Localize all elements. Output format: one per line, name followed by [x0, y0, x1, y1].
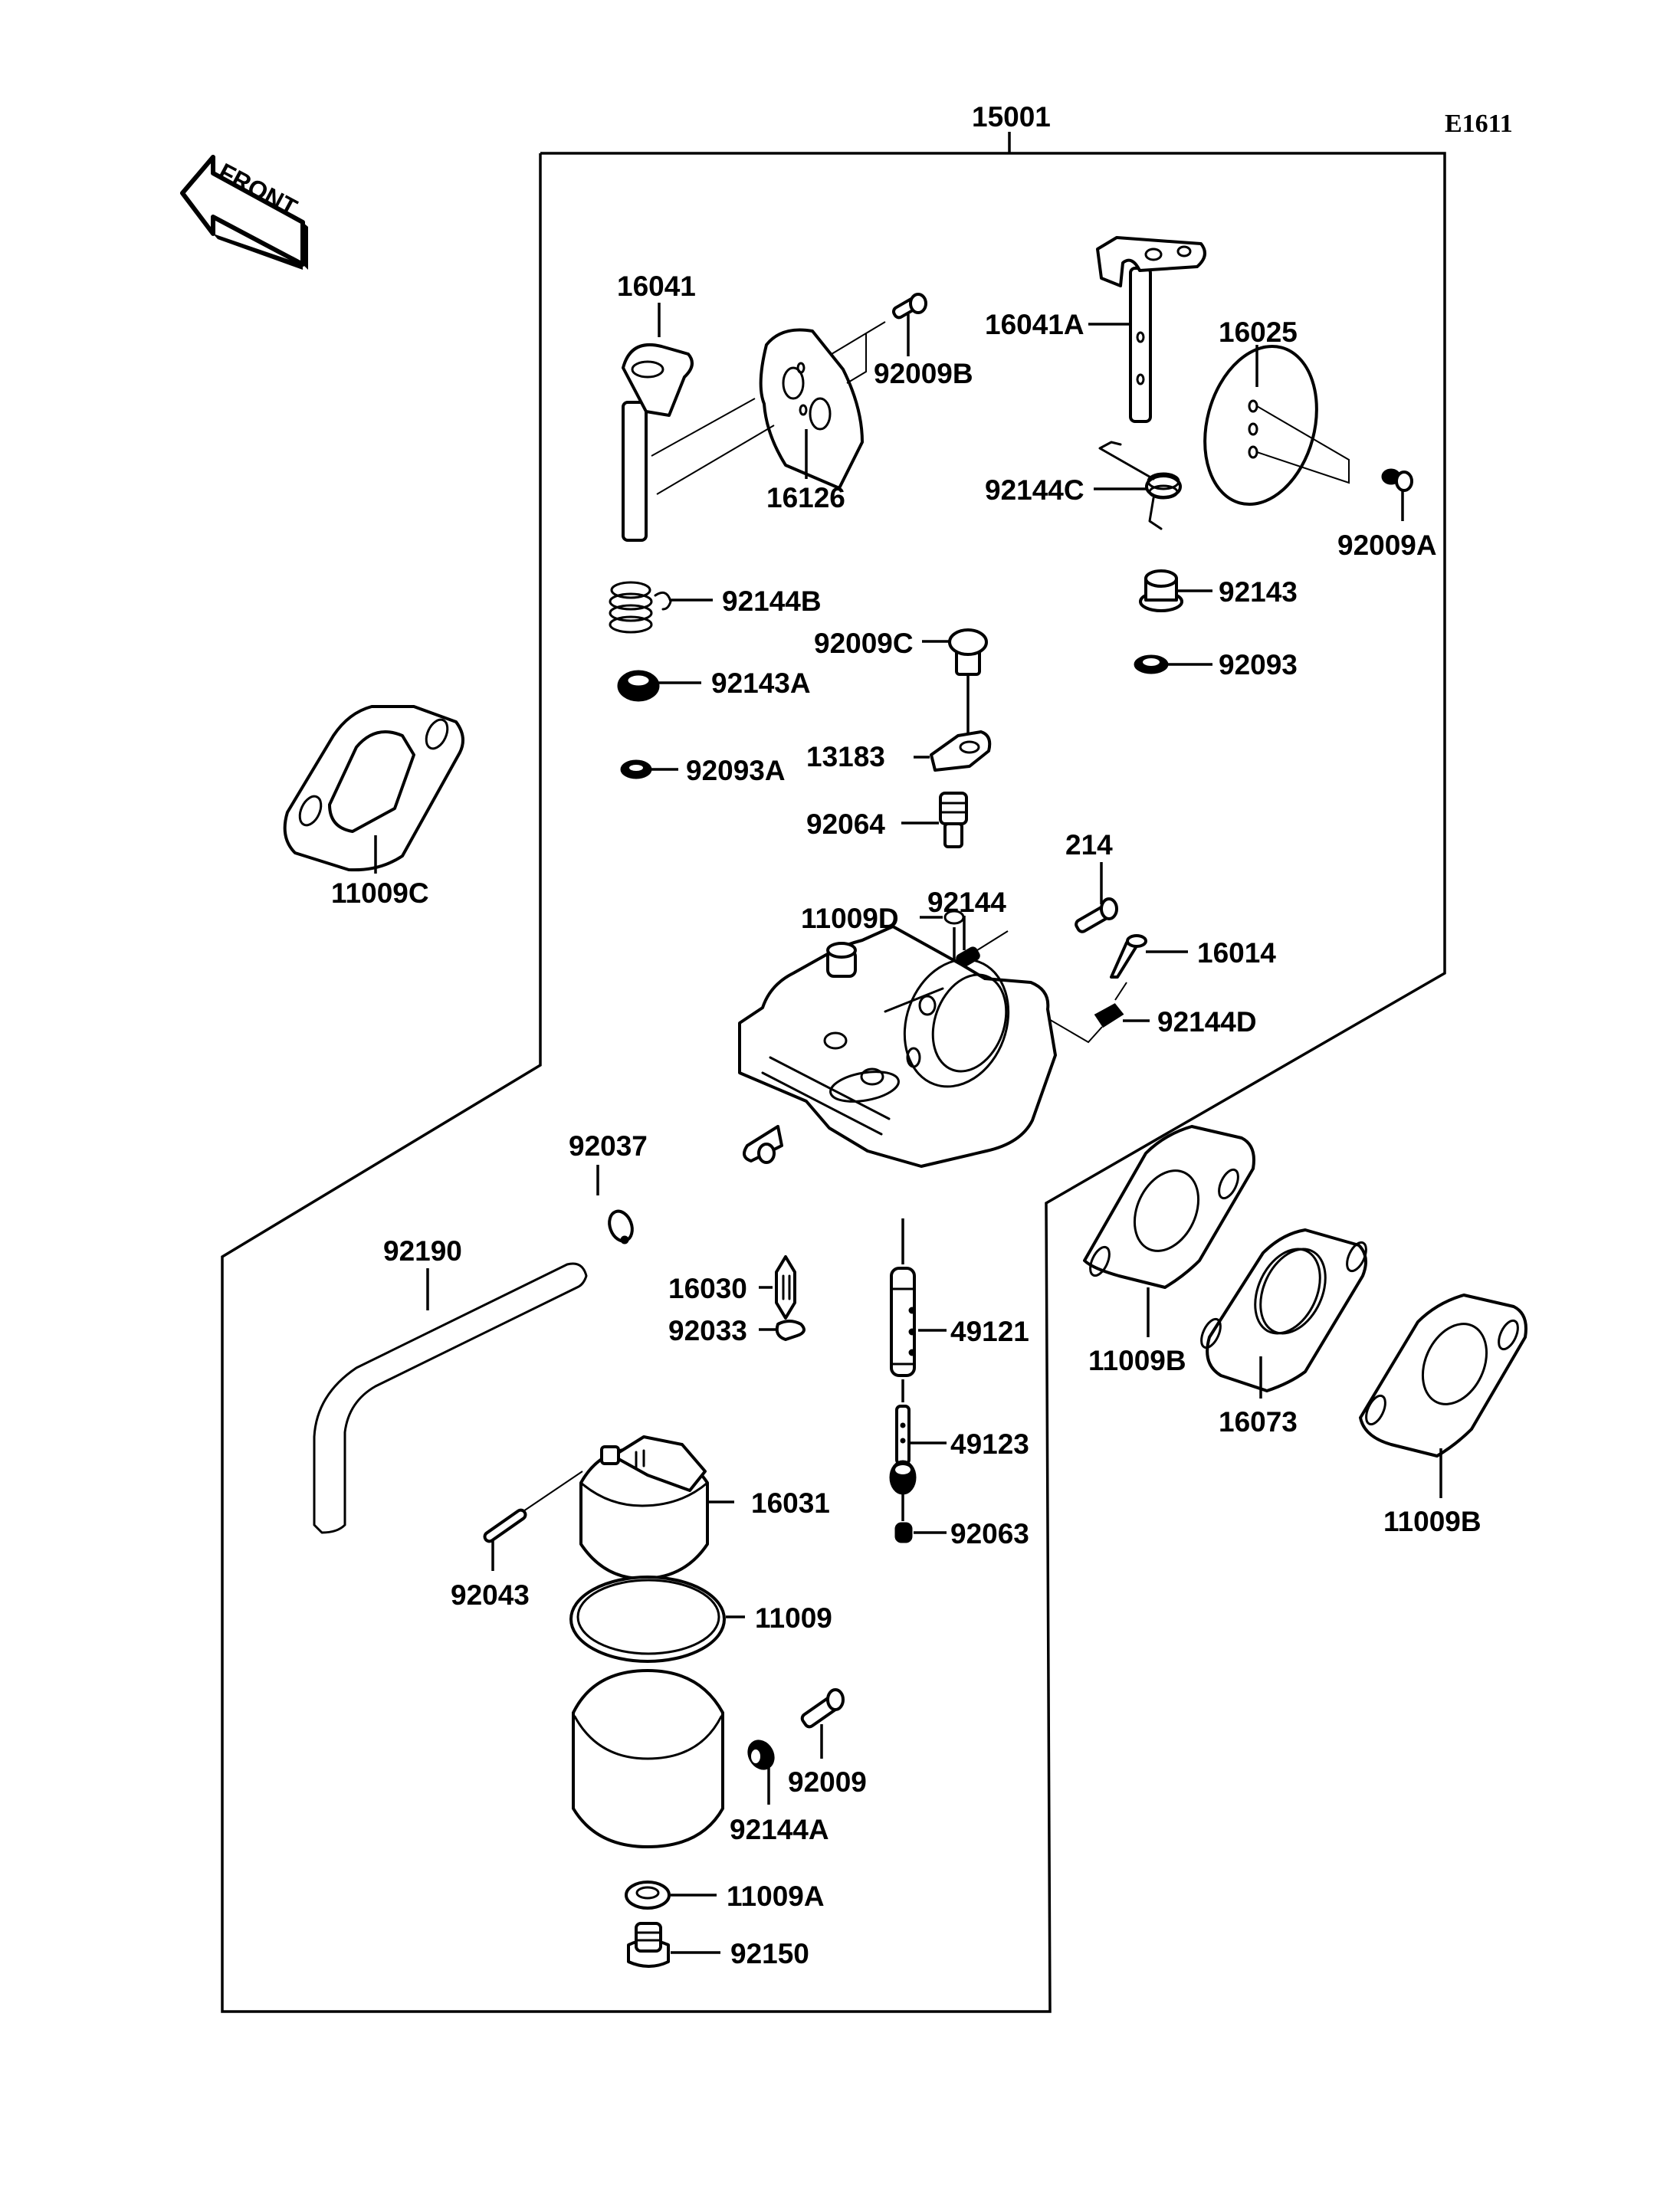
part-92144A-spring	[747, 1740, 775, 1770]
part-92144C-spring	[1098, 441, 1182, 530]
part-16025-throttle-plate	[1203, 344, 1318, 507]
part-16126-choke-plate	[759, 328, 864, 490]
part-label-16014: 16014	[1197, 937, 1276, 969]
part-label-92143A: 92143A	[711, 667, 811, 699]
part-92033-clip	[775, 1320, 806, 1341]
figure-code: E1611	[1445, 110, 1513, 138]
part-label-16031: 16031	[751, 1487, 830, 1519]
part-92190-tube	[313, 1262, 588, 1534]
part-label-92064: 92064	[806, 808, 885, 840]
part-label-92144: 92144	[927, 887, 1006, 918]
part-label-11009D: 11009D	[801, 903, 899, 934]
part-92150-drain-bolt	[627, 1922, 670, 1968]
part-label-16041A: 16041A	[985, 309, 1084, 340]
part-label-16030: 16030	[668, 1273, 747, 1304]
part-16030-float-valve	[775, 1255, 796, 1320]
part-label-16025: 16025	[1219, 316, 1298, 348]
part-label-92063: 92063	[950, 1518, 1029, 1549]
front-arrow-icon: FRONT	[180, 155, 308, 270]
part-label-15001: 15001	[972, 101, 1051, 133]
part-16073-insulator	[1200, 1228, 1367, 1392]
part-92064-screw	[939, 792, 968, 848]
part-92063-jet	[894, 1522, 913, 1543]
part-label-92190: 92190	[383, 1235, 462, 1267]
part-label-49121: 49121	[950, 1316, 1029, 1347]
part-label-11009C: 11009C	[331, 877, 429, 909]
part-92009-bowl-screw	[800, 1688, 845, 1729]
part-11009A-washer	[625, 1881, 671, 1910]
part-16041A-throttle-shaft	[1096, 236, 1206, 423]
part-92143-bushing	[1139, 569, 1183, 612]
assembly-boundary	[221, 132, 1446, 2013]
part-11009B-gasket-2	[1359, 1294, 1527, 1458]
part-label-92009: 92009	[788, 1766, 867, 1798]
part-label-92037: 92037	[569, 1130, 648, 1162]
part-16014-needle	[1110, 934, 1147, 979]
part-label-92144B: 92144B	[722, 585, 822, 617]
part-13183-lever	[930, 730, 992, 772]
part-label-13183: 13183	[806, 741, 885, 772]
part-label-92144D: 92144D	[1157, 1006, 1257, 1038]
part-49121-main-nozzle	[890, 1267, 916, 1377]
part-label-92009B: 92009B	[874, 358, 973, 389]
part-92009C-screw	[948, 628, 988, 676]
part-92144B-spring	[609, 581, 672, 634]
part-16041-choke-shaft	[622, 343, 694, 542]
part-92043-pin	[483, 1508, 527, 1543]
part-label-16126: 16126	[766, 482, 845, 513]
part-214-screw	[1075, 897, 1118, 933]
part-label-92144A: 92144A	[730, 1814, 829, 1845]
part-float-bowl	[572, 1669, 724, 1848]
part-label-92009C: 92009C	[814, 628, 914, 659]
part-label-11009B-1: 11009B	[1088, 1345, 1186, 1376]
part-92144D-spring	[1094, 1003, 1124, 1028]
part-11009-bowl-gasket	[569, 1576, 726, 1663]
part-label-92043: 92043	[451, 1579, 530, 1611]
part-label-16073: 16073	[1219, 1406, 1298, 1438]
part-label-92093A: 92093A	[686, 755, 786, 786]
part-92143A-bushing	[617, 670, 660, 702]
part-label-11009A: 11009A	[727, 1881, 825, 1912]
part-label-92093: 92093	[1219, 649, 1298, 680]
part-92009A-screw	[1381, 468, 1413, 492]
part-label-92009A: 92009A	[1337, 530, 1437, 561]
part-92093A-seal	[620, 759, 652, 779]
part-label-92144C: 92144C	[985, 474, 1084, 506]
part-label-92033: 92033	[668, 1315, 747, 1346]
part-11009C-gasket	[283, 705, 464, 872]
part-label-49123: 49123	[950, 1428, 1029, 1460]
part-92009B-screw	[891, 293, 927, 320]
part-92037-clip	[608, 1209, 634, 1244]
part-label-11009: 11009	[755, 1602, 832, 1634]
part-92093-seal	[1134, 654, 1169, 674]
part-label-92150: 92150	[730, 1938, 809, 1969]
part-label-16041: 16041	[617, 271, 696, 302]
part-label-92143: 92143	[1219, 576, 1298, 608]
part-label-214: 214	[1065, 829, 1113, 861]
part-16031-float	[579, 1435, 709, 1580]
part-11009B-gasket-1	[1083, 1125, 1255, 1289]
part-carburetor-body	[738, 925, 1057, 1168]
part-49123-needle-jet	[889, 1405, 917, 1495]
part-label-11009B-2: 11009B	[1383, 1506, 1481, 1537]
